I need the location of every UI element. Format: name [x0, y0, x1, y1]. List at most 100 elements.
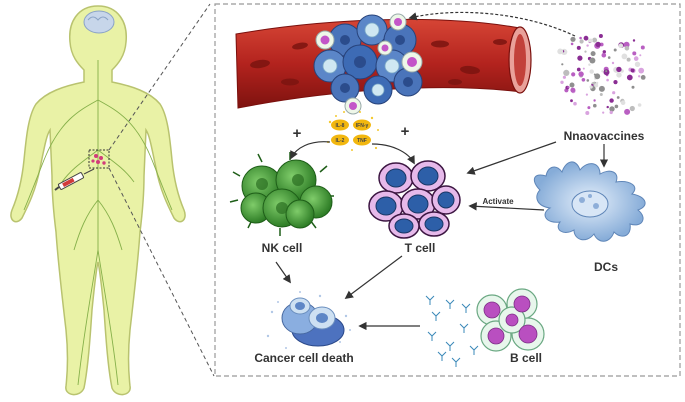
nanovaccine-particle	[609, 106, 615, 112]
cytokine-cloud: IL-8 IFN-γ IL-2 TNF	[326, 111, 379, 151]
nanovaccine-particle	[629, 105, 635, 112]
nanovaccine-particle	[621, 53, 628, 60]
nanovaccine-particle	[607, 56, 611, 59]
b-cell	[476, 288, 545, 352]
nanovaccine-particle	[593, 103, 597, 108]
nanovaccine-particle	[616, 66, 622, 73]
nanovaccine-particle	[626, 57, 631, 62]
nanovaccine-particle	[563, 69, 570, 76]
dendritic-cell	[533, 161, 646, 242]
nanovaccine-particle	[620, 100, 626, 105]
cancer-cell-death-label: Cancer cell death	[254, 351, 353, 365]
nanovaccine-particle	[599, 93, 603, 96]
nanovaccine-particle	[630, 68, 635, 73]
nk-cell-label: NK cell	[262, 241, 303, 255]
nanovaccine-particle	[585, 93, 589, 96]
t-cell	[368, 160, 461, 239]
antibodies	[425, 295, 479, 367]
nanovaccine-particle	[587, 106, 591, 110]
nanovaccine-particle	[579, 36, 582, 40]
nanovaccine-particle	[576, 45, 581, 50]
nanovaccine-particle	[616, 96, 620, 99]
plus-left: +	[293, 125, 302, 142]
nanovaccine-particle	[638, 75, 641, 78]
nanovaccine-particle	[569, 82, 575, 88]
nanovaccine-particle	[570, 87, 576, 93]
cytokine-tnf-label: TNF	[357, 138, 367, 144]
nanovaccines-label: Nnaovaccines	[564, 129, 645, 143]
arrow-nano-to-t	[466, 141, 557, 175]
dying-cancer-cells	[266, 291, 351, 349]
nanovaccine-particle	[602, 111, 605, 114]
nanovaccine-particle	[584, 50, 587, 53]
nanovaccine-particle	[561, 63, 564, 66]
nanovaccine-particle	[613, 48, 617, 52]
nanovaccine-particle	[638, 67, 645, 74]
arrow-dc-to-tumor	[408, 11, 576, 37]
arrow-cytokine-to-t	[371, 143, 415, 165]
cytokine-il2-label: IL-2	[336, 138, 345, 144]
nanovaccine-particle	[639, 54, 642, 57]
nanovaccine-particle	[626, 74, 633, 81]
nanovaccine-particle	[560, 80, 564, 85]
nanovaccine-particle	[623, 41, 630, 48]
nanovaccine-particle	[609, 98, 614, 103]
cytokine-ifn: IFN-γ	[353, 119, 371, 131]
activate-label: Activate	[482, 197, 514, 206]
nanovaccine-particle	[601, 70, 604, 73]
nanovaccine-particle	[589, 85, 593, 89]
nanovaccine-particle	[618, 43, 624, 48]
nanovaccine-particle	[640, 45, 645, 50]
nanovaccine-particle	[557, 48, 564, 55]
cytokine-ifn-label: IFN-γ	[356, 123, 369, 129]
brain	[83, 10, 115, 34]
nanovaccine-particle	[602, 50, 606, 54]
nanovaccine-particle	[587, 38, 592, 43]
tumor-cluster	[313, 13, 423, 115]
tumor-site-box	[88, 149, 110, 169]
nanovaccine-particle	[589, 69, 594, 74]
human-body	[10, 5, 186, 396]
nk-cell	[229, 152, 334, 236]
nanovaccine-particle	[570, 99, 573, 103]
nanovaccine-particle	[613, 80, 618, 85]
nanovaccine-particle	[577, 55, 583, 61]
zoom-lines	[108, 3, 215, 377]
nanovaccine-particle	[624, 108, 631, 115]
nanovaccine-particle	[624, 46, 630, 51]
nanovaccine-particle	[586, 79, 590, 82]
red-blood-cells	[250, 39, 507, 86]
nanovaccine-particle	[588, 63, 591, 66]
nanovaccine-particle	[590, 51, 596, 57]
nanovaccine-particles	[557, 34, 646, 115]
nanovaccine-particle	[601, 52, 607, 58]
nerve-lines	[23, 60, 173, 386]
nanovaccine-particle	[609, 110, 613, 115]
nanovaccine-particle	[632, 39, 636, 42]
nanovaccine-particle	[599, 42, 604, 47]
nanovaccine-particle	[605, 70, 608, 73]
b-cell-label: B cell	[510, 351, 542, 365]
arrow-nk-to-death	[275, 261, 291, 284]
nanovaccine-particle	[578, 71, 584, 77]
arrows	[275, 11, 609, 331]
nanovaccine-particle	[631, 85, 635, 89]
nanovaccine-particle	[633, 56, 639, 61]
nanovaccine-particle	[567, 86, 570, 89]
nanovaccine-particle	[571, 72, 576, 77]
nanovaccine-particle	[598, 34, 603, 38]
detail-frame	[214, 3, 681, 377]
nanovaccine-particle	[570, 36, 576, 42]
nanovaccine-particle	[585, 111, 590, 115]
nanovaccine-particle	[637, 103, 642, 107]
cytokine-il2: IL-2	[331, 134, 349, 146]
nanovaccine-particle	[640, 75, 646, 80]
nanovaccine-particle	[606, 78, 609, 82]
nanovaccine-particle	[632, 51, 637, 56]
nanovaccine-particle	[594, 73, 601, 80]
nanovaccine-particle	[611, 61, 615, 65]
plus-right: +	[401, 123, 410, 140]
nanovaccine-particle	[614, 104, 619, 109]
arrow-dc-to-t	[468, 202, 545, 211]
